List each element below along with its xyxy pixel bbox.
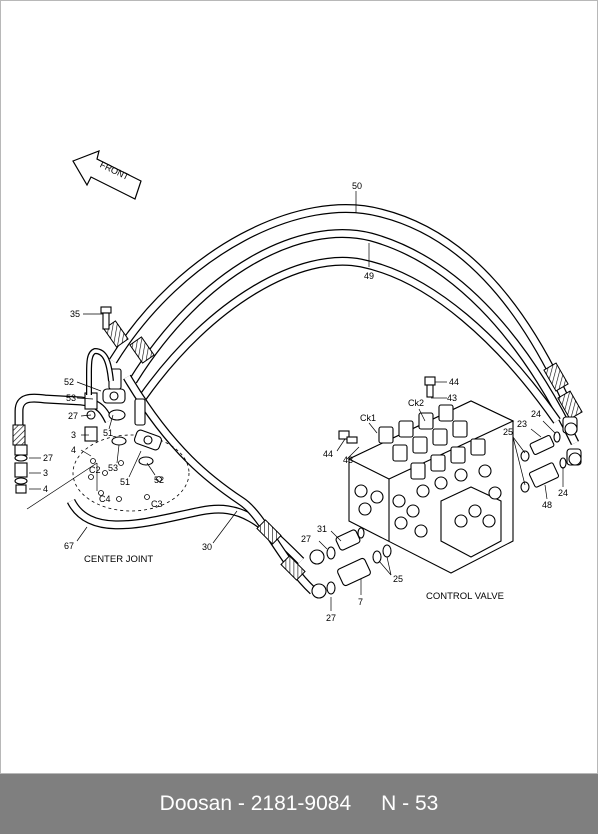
part-label-7: 7 — [358, 597, 363, 607]
part-label-27: 27 — [301, 534, 311, 544]
part-label-25: 25 — [393, 574, 403, 584]
part-label-24: 24 — [558, 488, 568, 498]
part-label-43: 43 — [343, 455, 353, 465]
part-labels: 50 49 35 52 53 27 3 4 51 53 51 52 27 3 4… — [43, 181, 568, 623]
hose-inner — [139, 256, 561, 424]
part-label-23: 23 — [517, 419, 527, 429]
part-label-52: 52 — [64, 377, 74, 387]
front-arrow: FRONT — [72, 150, 142, 200]
part-label-27: 27 — [68, 411, 78, 421]
part-label-50: 50 — [352, 181, 362, 191]
hose-sleeve — [12, 424, 26, 446]
hose-50 — [109, 204, 572, 405]
left-fitting-stack — [14, 444, 28, 494]
center-joint-fittings — [84, 347, 163, 466]
bolt-35 — [100, 306, 112, 330]
control-valve-body — [338, 376, 515, 574]
part-label-53: 53 — [108, 463, 118, 473]
hose-sleeve — [280, 555, 306, 581]
hose-sleeve — [557, 390, 583, 420]
part-label-51: 51 — [103, 428, 113, 438]
footer-separator: - — [232, 792, 251, 815]
part-label-35: 35 — [70, 309, 80, 319]
leader-lines — [26, 191, 564, 611]
part-label-24: 24 — [531, 409, 541, 419]
part-label-4: 4 — [43, 484, 48, 494]
part-label-51: 51 — [120, 477, 130, 487]
part-label-30: 30 — [202, 542, 212, 552]
center-joint-caption: CENTER JOINT — [84, 554, 153, 565]
part-label-31: 31 — [317, 524, 327, 534]
hose-49 — [129, 229, 580, 445]
mark-c2: C2 — [89, 465, 101, 475]
footer-page-ref: N - 53 — [381, 792, 439, 815]
part-label-3: 3 — [71, 430, 76, 440]
hose-sleeve — [256, 519, 282, 545]
center-joint-plate — [72, 434, 190, 512]
control-valve-caption: CONTROL VALVE — [426, 591, 504, 602]
footer-brand: Doosan — [159, 792, 233, 815]
hose-sleeve — [103, 320, 129, 348]
hose-end-fittings-right — [562, 416, 582, 466]
part-label-4: 4 — [71, 445, 76, 455]
ck2-label: Ck2 — [408, 398, 424, 408]
mark-c4: C4 — [99, 494, 111, 504]
part-label-25: 25 — [503, 427, 513, 437]
footer-bar: Doosan - 2181-9084 N - 53 — [0, 774, 598, 834]
mark-c3: C3 — [151, 499, 163, 509]
part-label-67: 67 — [64, 541, 74, 551]
lower-connectors — [309, 527, 392, 599]
ck1-label: Ck1 — [360, 413, 376, 423]
right-fittings — [520, 431, 567, 493]
hose-sleeve — [543, 362, 569, 392]
footer-part-number: 2181-9084 — [250, 792, 352, 815]
part-label-49: 49 — [364, 271, 374, 281]
part-label-44: 44 — [449, 377, 459, 387]
hose-30 — [123, 374, 317, 595]
part-label-43: 43 — [447, 393, 457, 403]
part-label-52: 52 — [154, 475, 164, 485]
part-label-48: 48 — [542, 500, 552, 510]
hose-sleeve — [129, 336, 155, 364]
part-label-44: 44 — [323, 449, 333, 459]
part-label-27: 27 — [326, 613, 336, 623]
part-label-27: 27 — [43, 453, 53, 463]
part-label-3: 3 — [43, 468, 48, 478]
diagram-frame: FRONT — [0, 0, 598, 774]
part-label-53: 53 — [66, 393, 76, 403]
parts-diagram: FRONT — [12, 150, 583, 623]
